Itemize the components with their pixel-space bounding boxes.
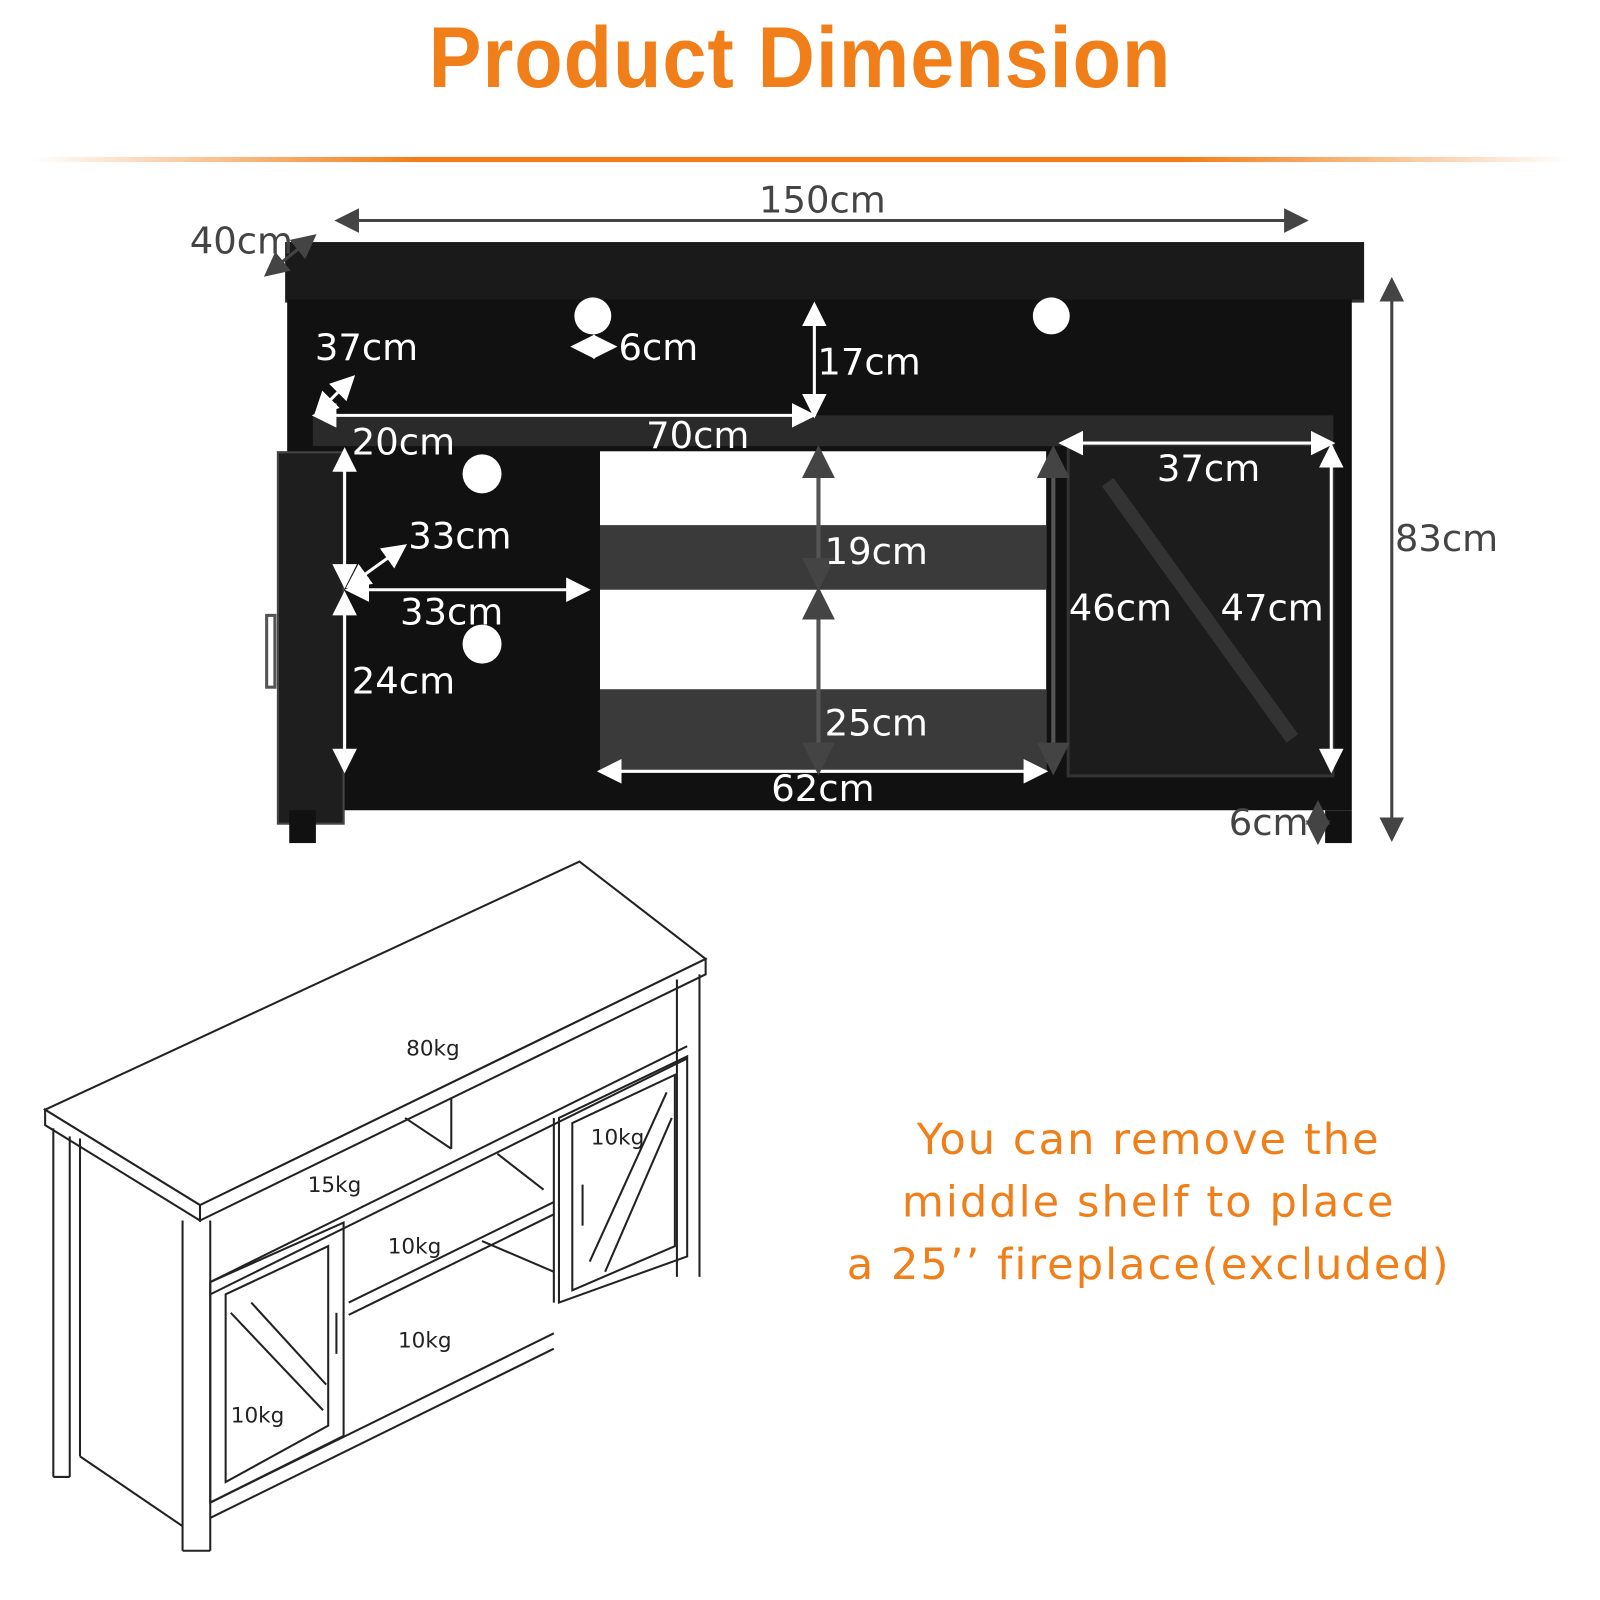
top-height-label: 17cm [817, 341, 921, 384]
top-depth-label: 37cm [314, 327, 419, 370]
left-width-label: 33cm [399, 591, 504, 634]
right-width-label: 37cm [1156, 448, 1261, 491]
leg-left [289, 810, 316, 844]
mid-width-label: 62cm [771, 768, 875, 811]
weight-mid-shelf: 10kg [387, 1233, 442, 1259]
fireplace-note: You can remove the middle shelf to place… [821, 1108, 1477, 1296]
depth-label: 40cm [189, 220, 293, 263]
hole-label: 6cm [618, 327, 699, 370]
weight-top: 80kg [406, 1035, 460, 1061]
top-width-label: 70cm [646, 415, 750, 458]
weight-right-cabinet: 10kg [590, 1125, 645, 1150]
weight-bottom-shelf: 10kg [397, 1328, 452, 1353]
note-line-1: You can remove the [916, 1113, 1381, 1165]
width-label: 150cm [758, 179, 886, 222]
weight-left-cabinet: 10kg [230, 1403, 285, 1428]
mid-upper-height-label: 19cm [824, 531, 928, 574]
mid-lower-height-label: 25cm [824, 702, 928, 745]
left-depth-label: 20cm [351, 421, 456, 464]
height-label: 83cm [1394, 517, 1499, 560]
page-title: Product Dimension [428, 9, 1172, 106]
note-line-3: a 25’’ fireplace(excluded) [846, 1238, 1451, 1290]
leg-height-label: 6cm [1228, 802, 1309, 845]
left-inner-depth-label: 33cm [408, 515, 512, 558]
right-inner-height-label: 46cm [1068, 587, 1172, 630]
weight-upper-shelf: 15kg [307, 1172, 362, 1197]
title-divider [30, 156, 1570, 163]
left-bottom-height-label: 24cm [351, 660, 456, 703]
dimension-arrows [263, 208, 1405, 846]
note-line-2: middle shelf to place [901, 1176, 1396, 1227]
right-door-height-label: 47cm [1220, 587, 1324, 630]
